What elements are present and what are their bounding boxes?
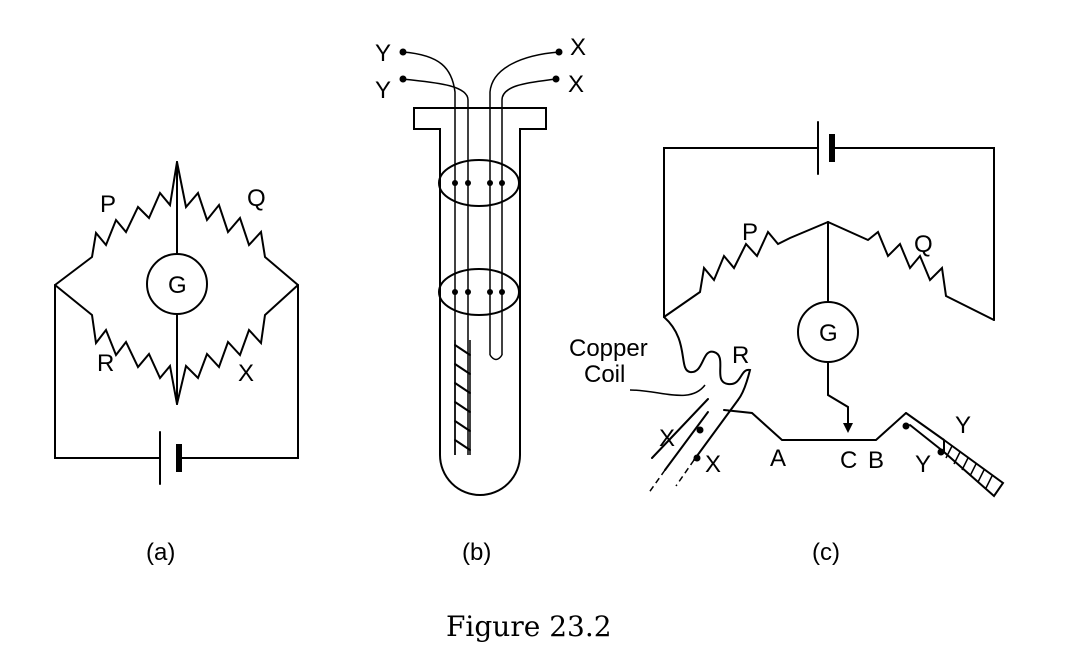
bridge-wire-ab: [651, 398, 907, 459]
label-y1: Y: [955, 412, 971, 439]
tube-outline: [413, 107, 547, 496]
compensating-loop-bottom: [489, 354, 503, 361]
panel-b-resistance-thermometer: Y Y X X (b): [375, 34, 586, 566]
label-x: X: [238, 360, 254, 387]
label-r: R: [97, 350, 114, 377]
battery-wire: [54, 284, 299, 459]
caption-c: (c): [812, 539, 840, 566]
label-p: P: [742, 219, 758, 246]
label-y2: Y: [915, 451, 931, 478]
label-y2: Y: [375, 77, 391, 104]
panel-c-bridge-with-thermometer: P Q R G Copper Coil X X Y Y A C B (c): [569, 121, 1005, 566]
label-copper: Copper: [569, 335, 648, 362]
platinum-coil-spiral: [454, 340, 471, 455]
lead-wire-y1: [402, 51, 456, 455]
mica-disc-upper: [438, 159, 520, 207]
resistor-r-zigzag: [54, 284, 178, 405]
label-q: Q: [247, 185, 266, 212]
lead-wire-x2: [501, 78, 557, 355]
lead-x-dashed-tail: [647, 459, 695, 495]
label-q: Q: [914, 231, 933, 258]
caption-b: (b): [462, 539, 491, 566]
lead-wire-y2: [402, 78, 469, 455]
label-g: G: [819, 320, 838, 347]
resistor-q-zigzag: [827, 221, 995, 321]
copper-coil-helix: [663, 316, 752, 401]
label-coil: Coil: [584, 361, 625, 388]
label-g: G: [168, 272, 187, 299]
label-r: R: [732, 342, 749, 369]
label-a: A: [770, 445, 786, 472]
figure-caption: Figure 23.2: [446, 610, 612, 643]
label-x1: X: [570, 34, 586, 61]
label-x1: X: [659, 425, 675, 452]
panel-a-wheatstone-bridge: P Q R X G (a): [54, 161, 299, 566]
resistor-q-zigzag: [176, 161, 299, 286]
caption-a: (a): [146, 539, 175, 566]
resistor-p-zigzag: [54, 161, 178, 286]
label-b: B: [868, 447, 884, 474]
label-x2: X: [568, 71, 584, 98]
galvanometer-symbol: [146, 253, 208, 315]
label-p: P: [100, 191, 116, 218]
label-x2: X: [705, 451, 721, 478]
label-c: C: [840, 447, 857, 474]
lead-wire-x1: [489, 51, 560, 355]
battery-wire: [663, 147, 995, 321]
copper-coil-pointer: [629, 384, 706, 397]
label-y1: Y: [375, 40, 391, 67]
lead-y-pair: [905, 412, 945, 453]
jockey-arrow: [827, 361, 853, 433]
mica-disc-lower: [438, 268, 520, 316]
lead-x-pair: [664, 399, 739, 471]
resistor-p-zigzag: [663, 221, 829, 318]
resistor-x-zigzag: [176, 284, 299, 405]
thermometer-element-y: [943, 438, 1005, 498]
